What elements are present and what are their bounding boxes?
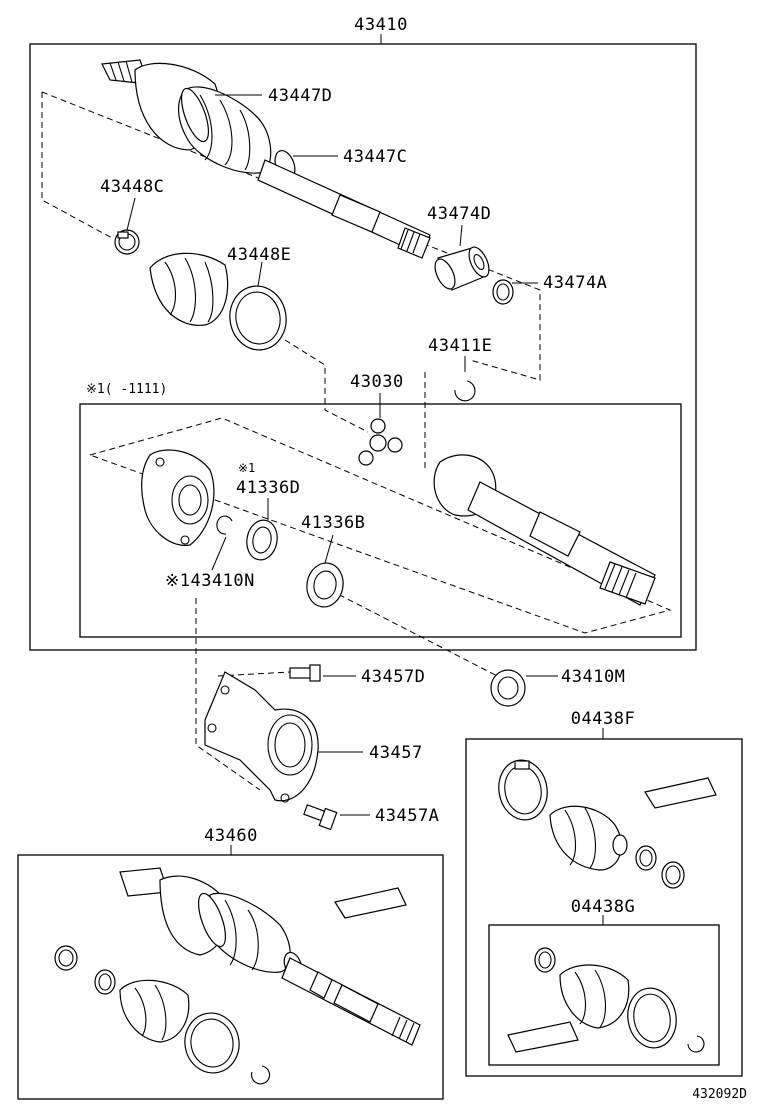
boot-clamp-large <box>229 285 287 351</box>
bolt-43457A <box>303 804 338 831</box>
label-43030: 43030 <box>350 372 404 392</box>
label-43448C: 43448C <box>100 177 164 197</box>
boot-kit-04438G <box>507 947 705 1053</box>
label-43457: 43457 <box>369 743 423 763</box>
bearing-bracket <box>204 671 319 803</box>
snap-ring <box>454 380 476 402</box>
oil-seal-43410M <box>490 669 526 707</box>
label-41336D: 41336D <box>236 478 300 498</box>
damper-clamp <box>492 279 514 305</box>
label-43447D: 43447D <box>268 86 332 106</box>
guide-subassembly <box>89 417 672 634</box>
guide-center <box>284 339 369 433</box>
label-43474D: 43474D <box>427 204 491 224</box>
figure-id: 432092D <box>692 1087 747 1102</box>
guide-43410M <box>329 589 506 681</box>
label-43457D: 43457D <box>361 667 425 687</box>
label-43410: 43410 <box>354 15 408 35</box>
guide-left-top <box>41 92 113 239</box>
lower-clamp-large <box>184 1012 240 1074</box>
lower-snap-ring <box>250 1065 271 1085</box>
lower-clamp-2 <box>94 969 116 995</box>
boot-kit-04438F <box>498 759 717 889</box>
oil-seal-41336D <box>246 519 278 561</box>
label-43411E: 43411E <box>428 336 492 356</box>
label-43457A: 43457A <box>375 806 439 826</box>
label-43410N: ※143410N <box>165 571 255 591</box>
dynamic-damper <box>434 246 490 291</box>
frame-43410 <box>29 43 697 651</box>
bearing-housing <box>141 449 215 546</box>
tripod-joint <box>358 418 403 466</box>
oil-seal-41336B <box>306 562 344 608</box>
label-43410M: 43410M <box>561 667 625 687</box>
label-43448E: 43448E <box>227 245 291 265</box>
inboard-boot <box>149 252 229 326</box>
leader-lines <box>126 94 558 816</box>
label-04438F: 04438F <box>571 709 635 729</box>
lower-boot <box>119 979 190 1043</box>
frame-04438F <box>465 738 743 1077</box>
label-41336B: 41336B <box>301 513 365 533</box>
label-43447C: 43447C <box>343 147 407 167</box>
boot-clamp-small <box>114 229 140 255</box>
inboard-joint-shaft <box>433 454 656 606</box>
note-range: ※1( -1111) <box>86 382 167 397</box>
label-04438G: 04438G <box>571 897 635 917</box>
frame-04438G <box>488 924 720 1066</box>
grease-pack-lower <box>334 887 407 919</box>
lower-clamp-1 <box>54 945 78 971</box>
bearing-snap-ring <box>216 515 233 535</box>
note-mark-1: ※1 <box>238 461 255 475</box>
guide-right-top <box>41 91 541 381</box>
bolt-43457D <box>289 664 321 682</box>
drive-shaft-assembly <box>101 59 431 259</box>
label-43460: 43460 <box>204 826 258 846</box>
drive-shaft-assembly-lower <box>119 867 421 1046</box>
label-43474A: 43474A <box>543 273 607 293</box>
